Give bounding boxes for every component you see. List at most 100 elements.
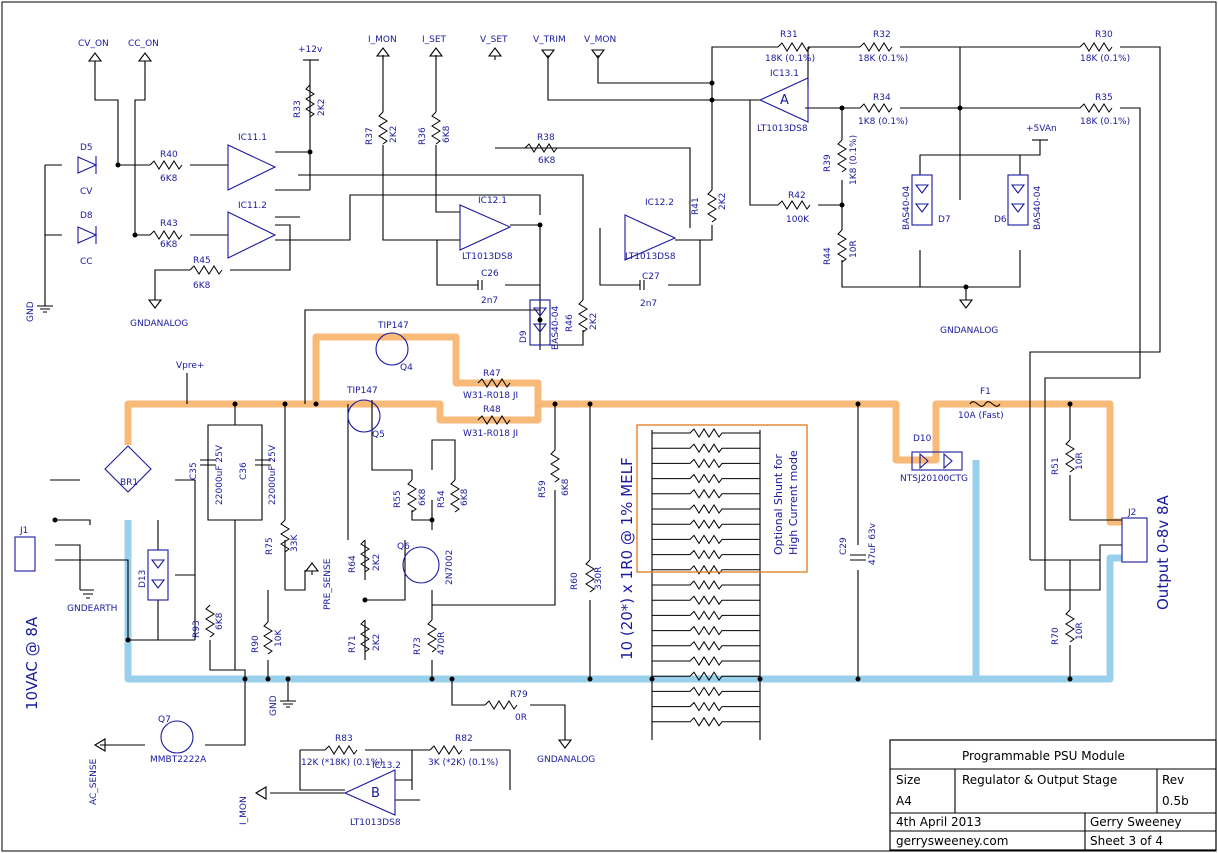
d6-ref: D6 bbox=[994, 215, 1007, 225]
r59-ref: R59 bbox=[538, 480, 548, 498]
title-block-title: Programmable PSU Module bbox=[962, 749, 1125, 763]
f1-symbol bbox=[969, 401, 1001, 407]
shunt-resistor-array bbox=[652, 428, 760, 727]
shunt-resistor bbox=[652, 640, 760, 651]
shunt-array-label: 10 (20*) x 1R0 @ 1% MELF bbox=[618, 457, 636, 660]
shunt-resistor bbox=[652, 549, 760, 560]
optional-shunt-label-1: Optional Shunt for bbox=[772, 454, 785, 555]
r41-ref: R41 bbox=[691, 197, 701, 215]
net-gnd-2: GND bbox=[269, 695, 279, 716]
d10-ref: D10 bbox=[913, 434, 932, 444]
r32-value: 18K (0.1%) bbox=[858, 54, 908, 64]
r83-value: 12K (*18K) (0.1%) bbox=[301, 758, 383, 768]
r36-ref: R36 bbox=[418, 127, 428, 145]
title-block-size: A4 bbox=[896, 794, 912, 808]
r75-ref: R75 bbox=[265, 537, 275, 555]
net-labels: CV_ON CC_ON +12v I_MON I_SET V_SET V_TRI… bbox=[26, 35, 1057, 825]
r40-value: 6K8 bbox=[160, 174, 178, 184]
shunt-resistor bbox=[652, 716, 760, 727]
r42-ref: R42 bbox=[788, 191, 806, 201]
net-i-mon-2: I_MON bbox=[239, 796, 249, 825]
net-plus12v: +12v bbox=[298, 45, 323, 55]
r71-value: 2K2 bbox=[372, 634, 382, 651]
net-gndanalog-2: GNDANALOG bbox=[940, 326, 998, 336]
r59-value: 6K8 bbox=[561, 478, 571, 496]
ic11-2-ref: IC11.2 bbox=[238, 201, 267, 211]
q6-value: 2N7002 bbox=[445, 550, 455, 585]
c27-value: 2n7 bbox=[640, 299, 657, 309]
net-gndearth: GNDEARTH bbox=[67, 604, 117, 614]
r44-ref: R44 bbox=[823, 247, 833, 265]
r64-value: 2K2 bbox=[372, 554, 382, 571]
ic12-2-ref: IC12.2 bbox=[645, 198, 674, 208]
ic11-1-ref: IC11.1 bbox=[238, 133, 267, 143]
r73-value: 470R bbox=[437, 632, 447, 655]
d7-ref: D7 bbox=[938, 215, 951, 225]
r73-ref: R73 bbox=[413, 637, 423, 655]
br1-ref: BR1 bbox=[120, 478, 138, 488]
c36-ref: C36 bbox=[239, 462, 249, 480]
net-cc-on: CC_ON bbox=[128, 39, 159, 49]
title-block-date: 4th April 2013 bbox=[896, 815, 982, 829]
r60-value: 330R bbox=[594, 567, 604, 590]
r54-ref: R54 bbox=[437, 490, 447, 508]
r38-ref: R38 bbox=[537, 133, 555, 143]
r33-value: 2K2 bbox=[317, 99, 327, 116]
r30-value: 18K (0.1%) bbox=[1080, 54, 1130, 64]
r70-value: 10R bbox=[1075, 622, 1085, 640]
c36-value: 22000uF 25V bbox=[268, 444, 278, 505]
input-rating-label: 10VAC @ 8A bbox=[23, 616, 41, 710]
shunt-resistor bbox=[652, 428, 760, 438]
shunt-resistor bbox=[652, 458, 760, 469]
shunt-resistor bbox=[652, 595, 760, 606]
title-block-sheet: Sheet 3 of 4 bbox=[1090, 834, 1163, 848]
q5-ref: Q5 bbox=[372, 430, 385, 440]
r82-ref: R82 bbox=[455, 734, 473, 744]
f1-value: 10A (Fast) bbox=[958, 411, 1004, 421]
ic12-2-value: LT1013DS8 bbox=[625, 252, 676, 262]
c27-ref: C27 bbox=[642, 272, 660, 282]
r51-ref: R51 bbox=[1051, 457, 1061, 475]
ic12-1-value: LT1013DS8 bbox=[462, 252, 513, 262]
r42-value: 100K bbox=[786, 215, 810, 225]
d13-ref: D13 bbox=[138, 570, 148, 588]
shunt-resistor bbox=[652, 534, 760, 545]
net-i-set: I_SET bbox=[422, 35, 447, 45]
shunt-resistor bbox=[652, 519, 760, 530]
d8-ref: D8 bbox=[80, 211, 93, 221]
r31-ref: R31 bbox=[780, 30, 798, 40]
q4-ref: Q4 bbox=[400, 363, 413, 373]
r34-ref: R34 bbox=[873, 93, 891, 103]
c26-value: 2n7 bbox=[481, 296, 498, 306]
r43-value: 6K8 bbox=[160, 240, 178, 250]
shunt-resistor bbox=[652, 443, 760, 454]
shunt-resistor bbox=[652, 473, 760, 484]
ic13-1-unit: A bbox=[780, 93, 789, 108]
r43-ref: R43 bbox=[160, 219, 178, 229]
r47-ref: R47 bbox=[483, 369, 501, 379]
net-gndanalog-3: GNDANALOG bbox=[537, 755, 595, 765]
net-v-trim: V_TRIM bbox=[533, 35, 566, 45]
q7-value: MMBT2222A bbox=[150, 755, 207, 765]
r39-value: 1K8 (0.1%) bbox=[849, 135, 859, 185]
r93-ref: R93 bbox=[192, 620, 202, 638]
r93-value: 6K8 bbox=[215, 612, 225, 630]
r35-value: 18K (0.1%) bbox=[1080, 117, 1130, 127]
f1-ref: F1 bbox=[980, 387, 991, 397]
d10-symbol bbox=[911, 451, 963, 471]
net-cv-on: CV_ON bbox=[78, 39, 109, 49]
ic12-1-ref: IC12.1 bbox=[478, 196, 507, 206]
r41-value: 2K2 bbox=[718, 193, 728, 210]
d10-value: NTSJ20100CTG bbox=[900, 474, 968, 484]
r79-ref: R79 bbox=[510, 690, 528, 700]
c35-value: 22000uF 25V bbox=[215, 444, 225, 505]
q4-symbol bbox=[375, 332, 409, 366]
ic12-2-symbol bbox=[624, 214, 677, 261]
ic13-1-symbol bbox=[758, 77, 809, 123]
r37-value: 2K2 bbox=[389, 126, 399, 143]
d5-label: CV bbox=[80, 187, 93, 197]
r48-value: W31-R018 JI bbox=[463, 429, 518, 439]
